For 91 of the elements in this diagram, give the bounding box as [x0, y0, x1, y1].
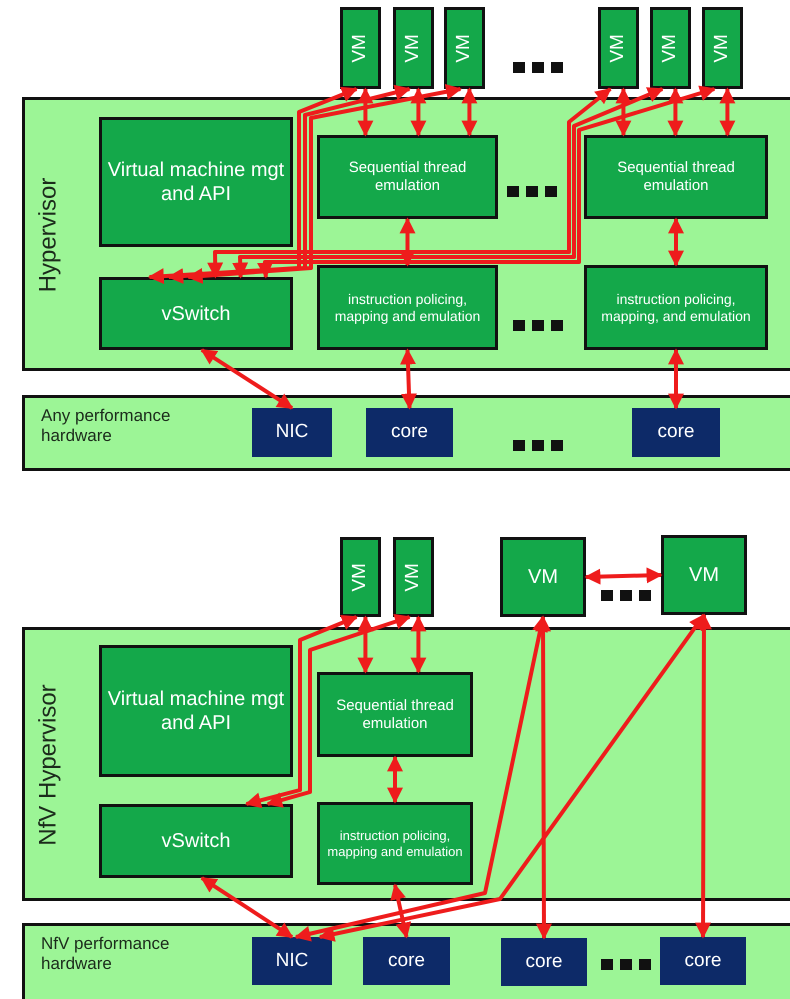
arrow — [668, 348, 684, 410]
vm-label: VM — [711, 34, 734, 62]
arrow — [390, 883, 412, 939]
process-box — [584, 135, 768, 219]
chip-label: core — [390, 421, 429, 444]
arrow — [200, 876, 294, 939]
vm-box — [598, 7, 639, 89]
arrow — [667, 87, 684, 137]
arrow — [167, 84, 411, 284]
vm-label: VM — [349, 34, 372, 62]
arrow — [357, 615, 374, 674]
vm-label: VM — [659, 34, 682, 62]
arrow — [461, 87, 478, 137]
vm-box — [500, 537, 586, 617]
chip-label: NIC — [274, 421, 310, 444]
vm-box — [650, 7, 691, 89]
arrow — [318, 614, 706, 942]
box-label: vSwitch — [160, 829, 232, 853]
hardware-band — [22, 923, 790, 999]
hardware-chip-box — [660, 937, 746, 985]
band-label: NfV performance hardware — [41, 934, 170, 975]
vm-box — [393, 537, 434, 617]
arrow — [257, 86, 716, 279]
hypervisor-band — [22, 97, 790, 371]
vm-label: VM — [453, 34, 476, 62]
box-label: Sequential thread emulation — [335, 696, 455, 732]
arrow — [294, 615, 548, 942]
band-label: Hypervisor — [34, 178, 63, 292]
arrow — [719, 87, 736, 137]
process-box — [317, 265, 498, 350]
vm-box — [393, 7, 434, 89]
arrow — [400, 348, 417, 410]
box-label: Virtual machine mgt and API — [106, 687, 286, 735]
box-label: instruction policing, mapping and emulation — [326, 828, 464, 860]
chip-label: NIC — [274, 950, 310, 972]
arrow — [244, 615, 358, 808]
arrow — [232, 87, 664, 279]
vm-label: VM — [402, 562, 424, 592]
box-label: VM — [527, 565, 559, 589]
vm-box — [340, 537, 381, 617]
box-label: VM — [688, 563, 720, 587]
band-label: NfV Hypervisor — [34, 684, 63, 846]
band-label: Any performance hardware — [41, 406, 172, 447]
hardware-chip-box — [366, 408, 453, 457]
arrow — [387, 755, 403, 804]
arrow — [266, 614, 411, 808]
chip-label: core — [524, 950, 564, 974]
hardware-chip-box — [632, 408, 720, 457]
vm-label: VM — [607, 34, 630, 62]
arrow — [695, 613, 712, 939]
hypervisor-band — [22, 627, 790, 901]
vm-box — [340, 7, 381, 89]
box-label: Sequential thread emulation — [348, 159, 468, 195]
chip-label: core — [684, 950, 722, 972]
box-label: instruction policing, mapping, and emulation — [600, 290, 752, 324]
hardware-chip-box — [363, 937, 450, 985]
hardware-band — [22, 395, 790, 471]
arrow — [535, 615, 552, 940]
hardware-chip-box — [501, 938, 587, 986]
process-box — [99, 277, 293, 350]
process-box — [99, 117, 293, 247]
hardware-chip-box — [252, 408, 332, 457]
box-label: Virtual machine mgt and API — [106, 158, 286, 206]
arrow — [410, 615, 426, 674]
chip-label: core — [387, 950, 426, 972]
vm-box — [702, 7, 743, 89]
vm-box — [661, 535, 747, 615]
vm-label: VM — [349, 562, 372, 592]
arrow — [668, 217, 684, 267]
box-label: vSwitch — [160, 302, 232, 326]
arrow — [400, 217, 416, 267]
process-box — [317, 135, 498, 219]
process-box — [317, 802, 473, 885]
arrow — [357, 87, 374, 137]
arrow — [615, 87, 632, 137]
arrow — [207, 87, 612, 279]
process-box — [584, 265, 768, 350]
process-box — [99, 645, 293, 777]
box-label: instruction policing, mapping and emulation — [334, 290, 482, 324]
process-box — [99, 804, 293, 878]
vm-box — [444, 7, 485, 89]
arrow — [410, 87, 426, 137]
vm-label: VM — [402, 34, 424, 62]
arrow — [186, 84, 462, 284]
arrow — [584, 567, 663, 585]
process-box — [317, 672, 473, 757]
arrow — [200, 348, 294, 410]
hardware-chip-box — [252, 937, 332, 985]
chip-label: core — [656, 421, 696, 444]
arrow — [148, 86, 358, 284]
box-label: Sequential thread emulation — [616, 159, 736, 195]
